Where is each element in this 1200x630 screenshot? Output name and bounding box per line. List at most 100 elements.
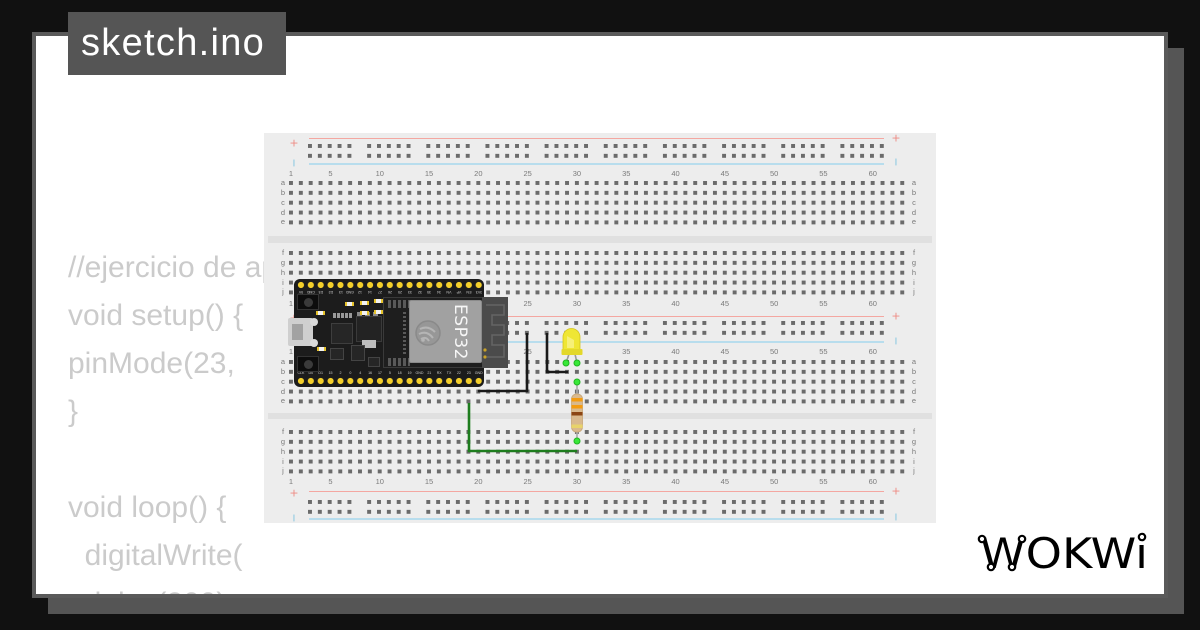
column-number-label: 25 [523,299,532,308]
column-number-label: 25 [523,169,532,178]
rail-positive-line [309,316,884,317]
rf-shield: ESP32 [409,300,482,363]
column-number-label: 1 [288,169,294,178]
pin-label: TX [446,371,452,375]
small-ic [351,345,365,361]
row-letter-label: i [913,456,915,466]
row-letter-label: j [913,466,915,476]
power-rail-top [308,144,886,158]
row-letter-label: d [280,386,286,396]
terminal-strip-a-e [289,181,909,229]
power-rail-bottom [308,500,886,514]
file-tab: sketch.ino [68,12,286,75]
smd-component [374,310,383,314]
row-letter-label: h [911,446,917,456]
column-number-label: 55 [819,347,828,356]
small-ic [330,348,344,360]
row-letter-label: d [280,207,286,217]
row-letter-label: h [280,267,286,277]
row-letter-label: j [282,287,284,297]
pin-label: CLK [297,371,305,375]
row-letter-label: a [280,357,286,366]
row-letter-label: a [280,178,286,187]
pin-label: 33 [407,290,412,294]
regulator-tab [362,340,376,348]
pin-label: 3V3 [475,290,482,294]
minus-icon: − [287,513,301,523]
row-letter-label: a [911,357,917,366]
pin-label: 21 [427,371,432,375]
usb-connector-icon [288,318,313,346]
usb-uart-chip [331,323,353,344]
pin-label: GND [415,371,424,375]
code-line: } [68,395,79,428]
column-number-label: 1 [288,299,294,308]
column-number-label: 45 [720,169,729,178]
pin-label: 19 [407,371,412,375]
rail-negative-line [309,518,884,520]
code-line: void setup() { [68,299,244,332]
plus-icon: + [891,131,901,145]
pin-label: 32 [417,290,422,294]
column-number-label: 30 [572,299,582,308]
boot-button-icon [297,294,319,310]
row-letter-label: g [280,436,286,446]
column-number-label: 55 [819,299,828,308]
pin-label: 35 [427,290,432,294]
column-number-label: 45 [720,477,729,486]
column-number-label: 20 [474,477,483,486]
pin-label: D0 [308,371,314,375]
pin-label: D2 [328,290,333,294]
column-number-label: 30 [572,477,582,486]
pin-label: 4 [359,371,362,375]
row-letter-label: f [912,427,916,436]
column-number-label: 35 [622,477,631,486]
row-letter-label: d [911,207,917,217]
row-letter-label: j [282,466,284,476]
pin-label: 17 [377,371,382,375]
column-number-label: 5 [328,477,333,486]
column-number-label: 35 [622,347,631,356]
row-letter-label: b [911,366,917,376]
header-pins-bottom [296,376,484,386]
pin-label: 2 [339,371,342,375]
smd-component [317,347,326,351]
circuit-node-icons [977,532,1147,572]
column-number-label: 50 [769,477,779,486]
column-number-label: 60 [868,347,877,356]
column-number-label: 45 [720,347,729,356]
code-line: void loop() { [68,491,227,524]
pin-label: 22 [456,371,461,375]
pin-label: 25 [397,290,402,294]
column-number-label: 40 [671,477,680,486]
column-number-label: 40 [671,169,680,178]
column-number-label: 55 [819,169,828,178]
column-number-label: 1 [288,477,294,486]
row-letter-label: g [280,257,286,267]
row-letter-label: b [911,187,917,197]
row-letter-label: d [911,386,917,396]
plus-icon: + [891,309,901,323]
plus-icon: + [289,486,299,500]
column-number-label: 1 [288,347,294,356]
row-letter-label: j [913,287,915,297]
pin-label: VN [446,290,452,294]
column-number-label: 25 [523,477,532,486]
chip-label: ESP32 [450,304,470,360]
pin-label: D1 [318,371,323,375]
pin-label: 12 [358,290,363,294]
column-number-label: 10 [375,477,384,486]
pin-label: 34 [437,290,442,294]
row-letter-label: i [913,277,915,287]
pin-label: 5 [388,371,391,375]
